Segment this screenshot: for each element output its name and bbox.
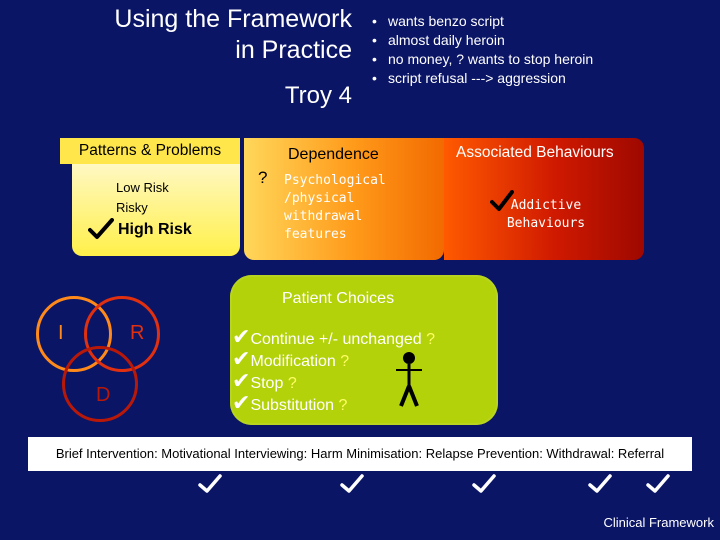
bullet-item: wants benzo script — [372, 12, 593, 31]
choice-continue: ✔Continue +/- unchanged ? — [232, 326, 435, 351]
dependence-panel — [244, 138, 444, 260]
associated-panel — [444, 138, 644, 260]
dependence-line: Psychological — [284, 173, 386, 188]
choice-label: Stop — [250, 375, 284, 392]
choice-label: Substitution — [250, 397, 335, 414]
choice-question: ? — [426, 331, 436, 348]
venn-label-i: I — [58, 322, 64, 344]
footer-label: Clinical Framework — [603, 515, 714, 530]
check-icon: ✔ — [232, 324, 251, 349]
case-bullets: wants benzo script almost daily heroin n… — [372, 12, 593, 88]
check-icon: ✔ — [232, 390, 251, 415]
check-icon: ✔ — [232, 346, 251, 371]
dependence-question: ? — [258, 168, 268, 187]
intervention-bar: Brief Intervention: Motivational Intervi… — [28, 437, 692, 471]
bullet-item: no money, ? wants to stop heroin — [372, 50, 593, 69]
stick-figure-icon — [396, 352, 422, 407]
dependence-text: Psychological /physical withdrawal featu… — [284, 172, 386, 244]
associated-line: Addictive — [510, 198, 582, 213]
check-icon — [588, 474, 612, 493]
choice-label: Continue +/- unchanged — [250, 331, 422, 348]
choice-substitution: ✔Substitution ? — [232, 392, 347, 417]
bullet-item: almost daily heroin — [372, 31, 593, 50]
dependence-line: withdrawal — [284, 209, 363, 224]
check-icon — [88, 218, 114, 239]
pattern-risky: Risky — [116, 200, 148, 215]
subtitle: Troy 4 — [284, 82, 352, 109]
check-icon — [472, 474, 496, 493]
associated-heading: Associated Behaviours — [456, 144, 614, 161]
dependence-line: features — [284, 227, 347, 242]
bullet-item: script refusal ---> aggression — [372, 69, 593, 88]
patient-choices-panel — [230, 275, 498, 425]
check-icon: ✔ — [232, 368, 251, 393]
check-icon — [198, 474, 222, 493]
choice-question: ? — [338, 397, 348, 414]
check-icon — [646, 474, 670, 493]
venn-label-r: R — [130, 322, 145, 344]
patterns-heading: Patterns & Problems — [60, 138, 240, 164]
check-icon — [490, 190, 514, 211]
associated-line: Behaviours — [506, 216, 586, 231]
pattern-high-risk: High Risk — [118, 221, 192, 238]
title-line-1: Using the Framework — [114, 5, 352, 33]
title-line-2: in Practice — [235, 36, 352, 64]
patterns-panel — [72, 160, 240, 256]
choice-modification: ✔Modification ? — [232, 348, 349, 373]
dependence-line: /physical — [284, 191, 355, 206]
venn-circle-d — [62, 346, 138, 422]
check-icon — [340, 474, 364, 493]
choice-question: ? — [287, 375, 297, 392]
choice-question: ? — [340, 353, 350, 370]
patient-choices-heading: Patient Choices — [282, 290, 395, 307]
venn-label-d: D — [96, 384, 111, 406]
pattern-low-risk: Low Risk — [116, 180, 169, 195]
choice-label: Modification — [250, 353, 336, 370]
choice-stop: ✔Stop ? — [232, 370, 297, 395]
dependence-heading: Dependence — [288, 146, 379, 163]
associated-text: Addictive Behaviours — [500, 197, 592, 233]
